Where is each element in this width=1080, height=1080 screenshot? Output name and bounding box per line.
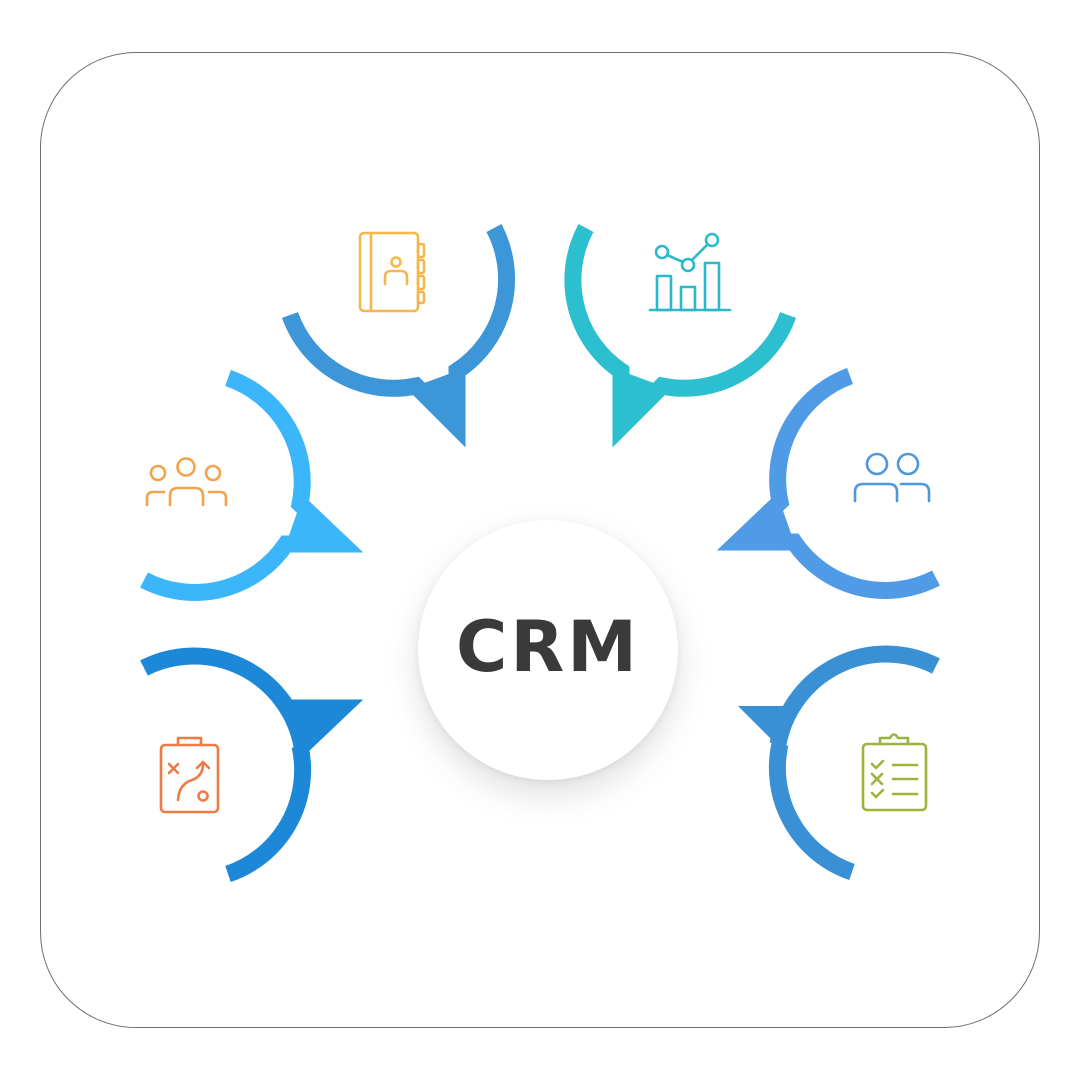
node-strategy	[140, 647, 364, 883]
ring-analytics	[564, 223, 797, 448]
ring-team-tip	[286, 504, 342, 544]
ring-tasks	[768, 645, 940, 881]
crm-label: CRM	[456, 606, 640, 688]
node-customers	[716, 368, 940, 599]
node-contacts	[281, 224, 516, 448]
crm-center-circle: CRM	[418, 520, 678, 780]
checklist-clipboard-icon	[861, 733, 928, 812]
ring-analytics-tip	[621, 371, 662, 427]
node-team	[140, 369, 364, 601]
address-book-icon	[358, 231, 426, 313]
two-users-icon	[853, 452, 931, 503]
group-people-icon	[145, 457, 228, 507]
node-tasks	[738, 645, 940, 881]
ring-strategy	[140, 647, 364, 883]
ring-customers-tip	[738, 502, 794, 542]
ring-strategy-tip	[286, 708, 342, 748]
ring-team	[140, 369, 364, 601]
ring-contacts-tip	[416, 371, 457, 427]
strategy-clipboard-icon	[159, 736, 220, 814]
bar-chart-analytics-icon	[648, 232, 732, 312]
ring-tasks-tip	[738, 706, 794, 746]
node-analytics	[564, 223, 797, 448]
